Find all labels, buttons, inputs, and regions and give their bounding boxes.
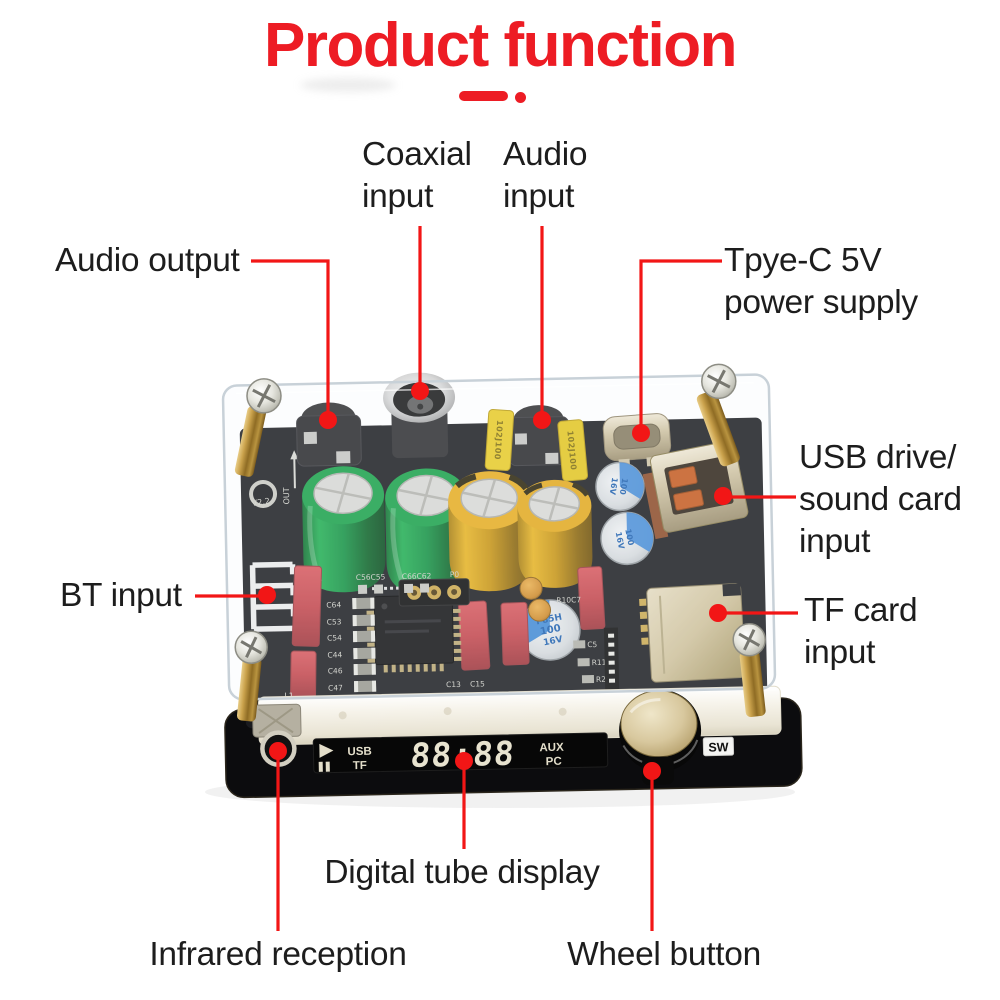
- svg-text:C5: C5: [587, 640, 597, 649]
- label-audio-input: Audio input: [503, 136, 588, 216]
- svg-text:100: 100: [623, 528, 635, 547]
- svg-text:C54: C54: [327, 633, 342, 642]
- silkscreen-out: OUT: [282, 487, 291, 504]
- label-infrared-reception: Infrared reception: [149, 936, 407, 973]
- display-pc-label: PC: [546, 756, 562, 768]
- title-underline-smudge: [300, 78, 396, 92]
- label-tf-card: TF card input: [804, 592, 918, 672]
- svg-text:C64: C64: [326, 600, 341, 609]
- film-capacitor: 102J100: [484, 409, 515, 472]
- gold-capacitor: [517, 479, 593, 588]
- label-digital-tube-display: Digital tube display: [324, 854, 600, 891]
- svg-text:C56C55: C56C55: [356, 572, 386, 582]
- page-title: Product function: [264, 11, 737, 80]
- smd-capacitor: 100 16V: [595, 461, 645, 512]
- svg-text:R11: R11: [592, 658, 607, 667]
- out-arrow-icon: [290, 450, 299, 489]
- svg-text:C44: C44: [327, 650, 342, 659]
- svg-text:16V: 16V: [614, 531, 626, 551]
- display-tf-label: TF: [353, 760, 367, 772]
- label-usb-drive: USB drive/ sound card input: [799, 439, 962, 561]
- title-underline-dot: [515, 92, 526, 103]
- svg-text:102J100: 102J100: [493, 420, 505, 460]
- display-digits: 88:88: [409, 734, 517, 775]
- tantalum-capacitor: [528, 598, 552, 622]
- svg-text:100: 100: [539, 623, 562, 638]
- svg-text:100: 100: [618, 477, 630, 495]
- svg-text:SW: SW: [708, 740, 729, 754]
- label-bt-input: BT input: [60, 577, 182, 614]
- sw-label: SW: [702, 736, 735, 757]
- svg-text:R10C7: R10C7: [556, 595, 581, 605]
- label-type-c-power: Tpye-C 5V power supply: [724, 242, 918, 322]
- title-underline-dash: [459, 91, 508, 101]
- red-capacitors: [290, 565, 606, 698]
- acrylic-cover: [221, 373, 777, 701]
- svg-text:C66C62: C66C62: [402, 571, 432, 581]
- svg-text:R23: R23: [596, 675, 611, 684]
- silkscreen-version: V2.2: [251, 496, 270, 508]
- svg-text:P0: P0: [450, 570, 460, 579]
- film-capacitor: 102J100: [557, 419, 589, 482]
- board-unit: V2.2 OUT 102J10: [221, 363, 803, 799]
- pause-icon: [318, 761, 330, 772]
- svg-text:C15: C15: [470, 679, 485, 688]
- svg-text:16V: 16V: [608, 477, 620, 496]
- svg-text:102J100: 102J100: [565, 430, 578, 471]
- smd-capacitor: 100 16V: [600, 511, 654, 566]
- play-icon: [319, 743, 334, 758]
- gold-capacitor: [448, 471, 532, 592]
- svg-text:16V: 16V: [542, 635, 563, 649]
- resistor-array: [603, 627, 620, 694]
- mounting-hole: [249, 479, 278, 508]
- label-wheel-button: Wheel button: [567, 936, 761, 973]
- label-coaxial-input: Coaxial input: [362, 136, 472, 216]
- svg-text:C47: C47: [328, 683, 343, 692]
- green-capacitor: [302, 466, 386, 593]
- label-audio-output: Audio output: [55, 242, 240, 279]
- display-aux-label: AUX: [539, 742, 564, 755]
- svg-text:C53: C53: [327, 617, 342, 626]
- tantalum-capacitor: [519, 576, 543, 600]
- display-usb-label: USB: [347, 746, 372, 759]
- svg-text:C46: C46: [328, 666, 343, 675]
- svg-text:C13: C13: [446, 680, 461, 689]
- green-capacitor: [385, 468, 469, 595]
